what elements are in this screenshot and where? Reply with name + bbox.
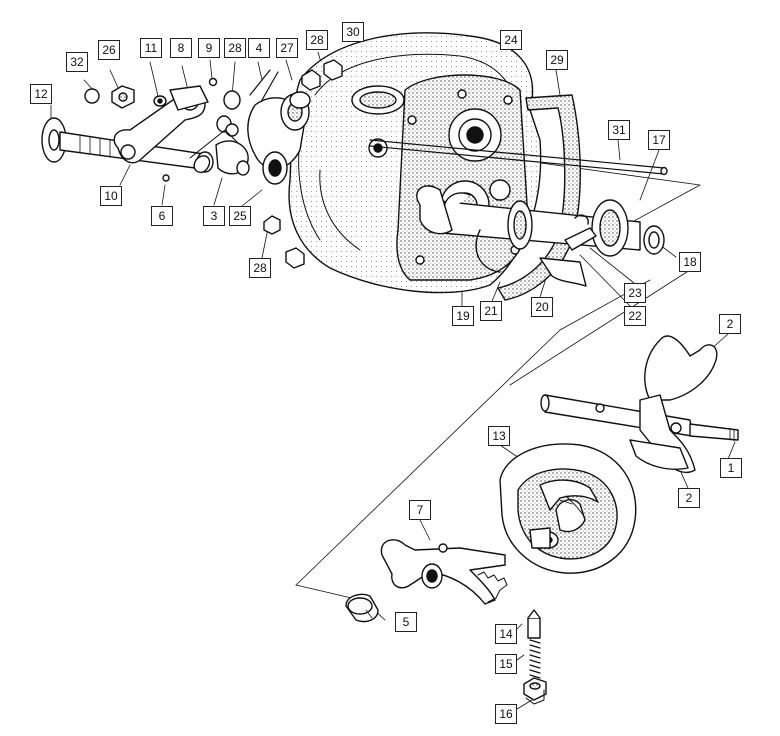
callout-30: 30	[342, 22, 364, 42]
callout-19: 19	[452, 306, 474, 326]
callout-17: 17	[648, 130, 670, 150]
callout-29: 29	[546, 50, 568, 70]
gear-selector-fork	[540, 335, 739, 474]
callout-5: 5	[395, 612, 417, 632]
gearbox-inner-face	[396, 74, 529, 281]
callout-23: 23	[624, 283, 646, 303]
callout-21: 21	[480, 301, 502, 321]
callout-11: 11	[140, 38, 162, 58]
callout-12: 12	[30, 84, 52, 104]
gasket	[497, 94, 581, 301]
callout-15: 15	[495, 654, 517, 674]
long-shaft	[369, 139, 668, 176]
callout-8: 8	[170, 38, 192, 58]
callout-27: 27	[276, 38, 298, 58]
selector-plate	[539, 214, 597, 287]
callout-32: 32	[66, 52, 88, 72]
callout-24: 24	[500, 30, 522, 50]
selector-quadrant	[380, 539, 508, 605]
case-nuts	[263, 59, 343, 269]
quadrant-plate	[499, 443, 637, 574]
callout-2: 2	[678, 488, 700, 508]
callout-28: 28	[306, 30, 328, 50]
leader-lines	[50, 43, 736, 713]
callout-25: 25	[229, 206, 251, 226]
callout-14: 14	[495, 624, 517, 644]
callout-2: 2	[719, 314, 741, 334]
callout-31: 31	[608, 120, 630, 140]
callout-3: 3	[203, 206, 225, 226]
callout-4: 4	[248, 38, 270, 58]
callout-20: 20	[531, 297, 553, 317]
callout-6: 6	[151, 206, 173, 226]
callout-16: 16	[495, 704, 517, 724]
callout-28: 28	[249, 258, 271, 278]
small-hardware	[84, 77, 250, 182]
callout-13: 13	[488, 426, 510, 446]
callout-28: 28	[224, 38, 246, 58]
kickstart-lever	[113, 85, 209, 164]
callout-26: 26	[98, 40, 120, 60]
cap	[345, 593, 379, 623]
plunger-spring-plug	[523, 609, 547, 705]
callout-7: 7	[409, 500, 431, 520]
callout-1: 1	[720, 458, 742, 478]
callout-22: 22	[624, 306, 646, 326]
callout-10: 10	[100, 186, 122, 206]
callout-9: 9	[198, 38, 220, 58]
callout-18: 18	[679, 252, 701, 272]
